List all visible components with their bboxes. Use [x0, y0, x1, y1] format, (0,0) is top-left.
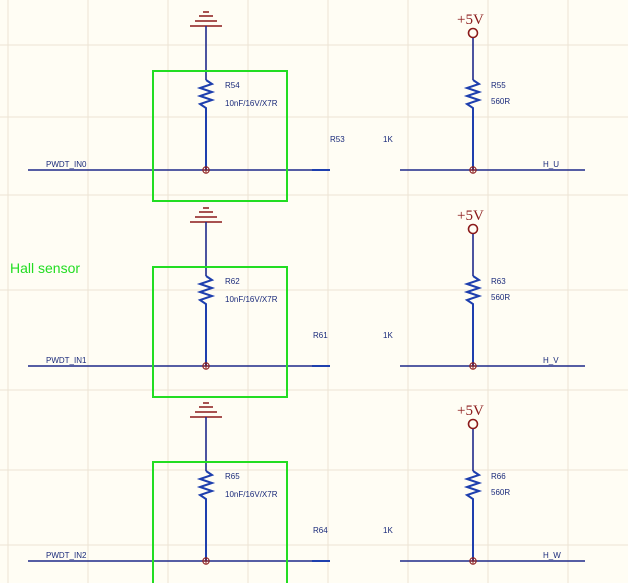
junction-mark [203, 167, 209, 173]
ground-icon [190, 11, 222, 27]
junction-dot [202, 362, 210, 370]
series-ref: R64 [313, 526, 328, 535]
pullup-ref: R66 [491, 472, 506, 481]
hall-sensor-annotation: Hall sensor [10, 260, 80, 276]
power-label: +5V [457, 208, 484, 224]
net-label-out: H_W [543, 551, 561, 560]
junction-dot [202, 166, 210, 174]
junction-mark [470, 558, 476, 564]
channel-1: PWDT_IN1 H_V R62 10nF/16V/X7R R61 1K +5V R63 560… [28, 207, 585, 398]
cap-ref: R62 [225, 277, 240, 286]
net-label-in: PWDT_IN0 [46, 160, 87, 169]
junction-dot [469, 362, 477, 370]
power-label: +5V [457, 12, 484, 28]
cap-value: 10nF/16V/X7R [225, 490, 278, 499]
power-port-icon [467, 27, 479, 39]
net-label-in: PWDT_IN2 [46, 551, 87, 560]
power-port-icon [467, 223, 479, 235]
series-value: 1K [383, 135, 393, 144]
ground-icon [190, 402, 222, 418]
series-value: 1K [383, 331, 393, 340]
pullup-resistor-symbol [463, 79, 483, 170]
pullup-value: 560R [491, 488, 510, 497]
power-label: +5V [457, 403, 484, 419]
junction-dot [202, 557, 210, 565]
pullup-ref: R55 [491, 81, 506, 90]
cap-resistor-symbol [196, 470, 216, 561]
junction-mark [470, 363, 476, 369]
ground-icon [190, 207, 222, 223]
junction-mark [203, 363, 209, 369]
net-label-out: H_U [543, 160, 559, 169]
series-ref: R61 [313, 331, 328, 340]
junction-mark [203, 558, 209, 564]
pullup-value: 560R [491, 97, 510, 106]
power-port-icon [467, 418, 479, 430]
junction-dot [469, 557, 477, 565]
cap-value: 10nF/16V/X7R [225, 295, 278, 304]
pullup-resistor-symbol [463, 470, 483, 561]
channel-2: PWDT_IN2 H_W R65 10nF/16V/X7R R64 1K +5V R66 560… [28, 402, 585, 583]
circuit: PWDT_IN0 H_U R54 10nF/16V/X7R R53 1K +5V R55 560… [28, 11, 585, 583]
cap-resistor-symbol [196, 79, 216, 170]
pullup-value: 560R [491, 293, 510, 302]
channel-0: PWDT_IN0 H_U R54 10nF/16V/X7R R53 1K +5V R55 560… [28, 11, 585, 202]
net-label-in: PWDT_IN1 [46, 356, 87, 365]
cap-ref: R65 [225, 472, 240, 481]
junction-mark [470, 167, 476, 173]
cap-resistor-symbol [196, 275, 216, 366]
series-value: 1K [383, 526, 393, 535]
highlight-box [152, 70, 288, 202]
pullup-ref: R63 [491, 277, 506, 286]
junction-dot [469, 166, 477, 174]
cap-value: 10nF/16V/X7R [225, 99, 278, 108]
pullup-resistor-symbol [463, 275, 483, 366]
cap-ref: R54 [225, 81, 240, 90]
series-ref: R53 [330, 135, 345, 144]
net-label-out: H_V [543, 356, 559, 365]
highlight-box [152, 266, 288, 398]
highlight-box [152, 461, 288, 583]
